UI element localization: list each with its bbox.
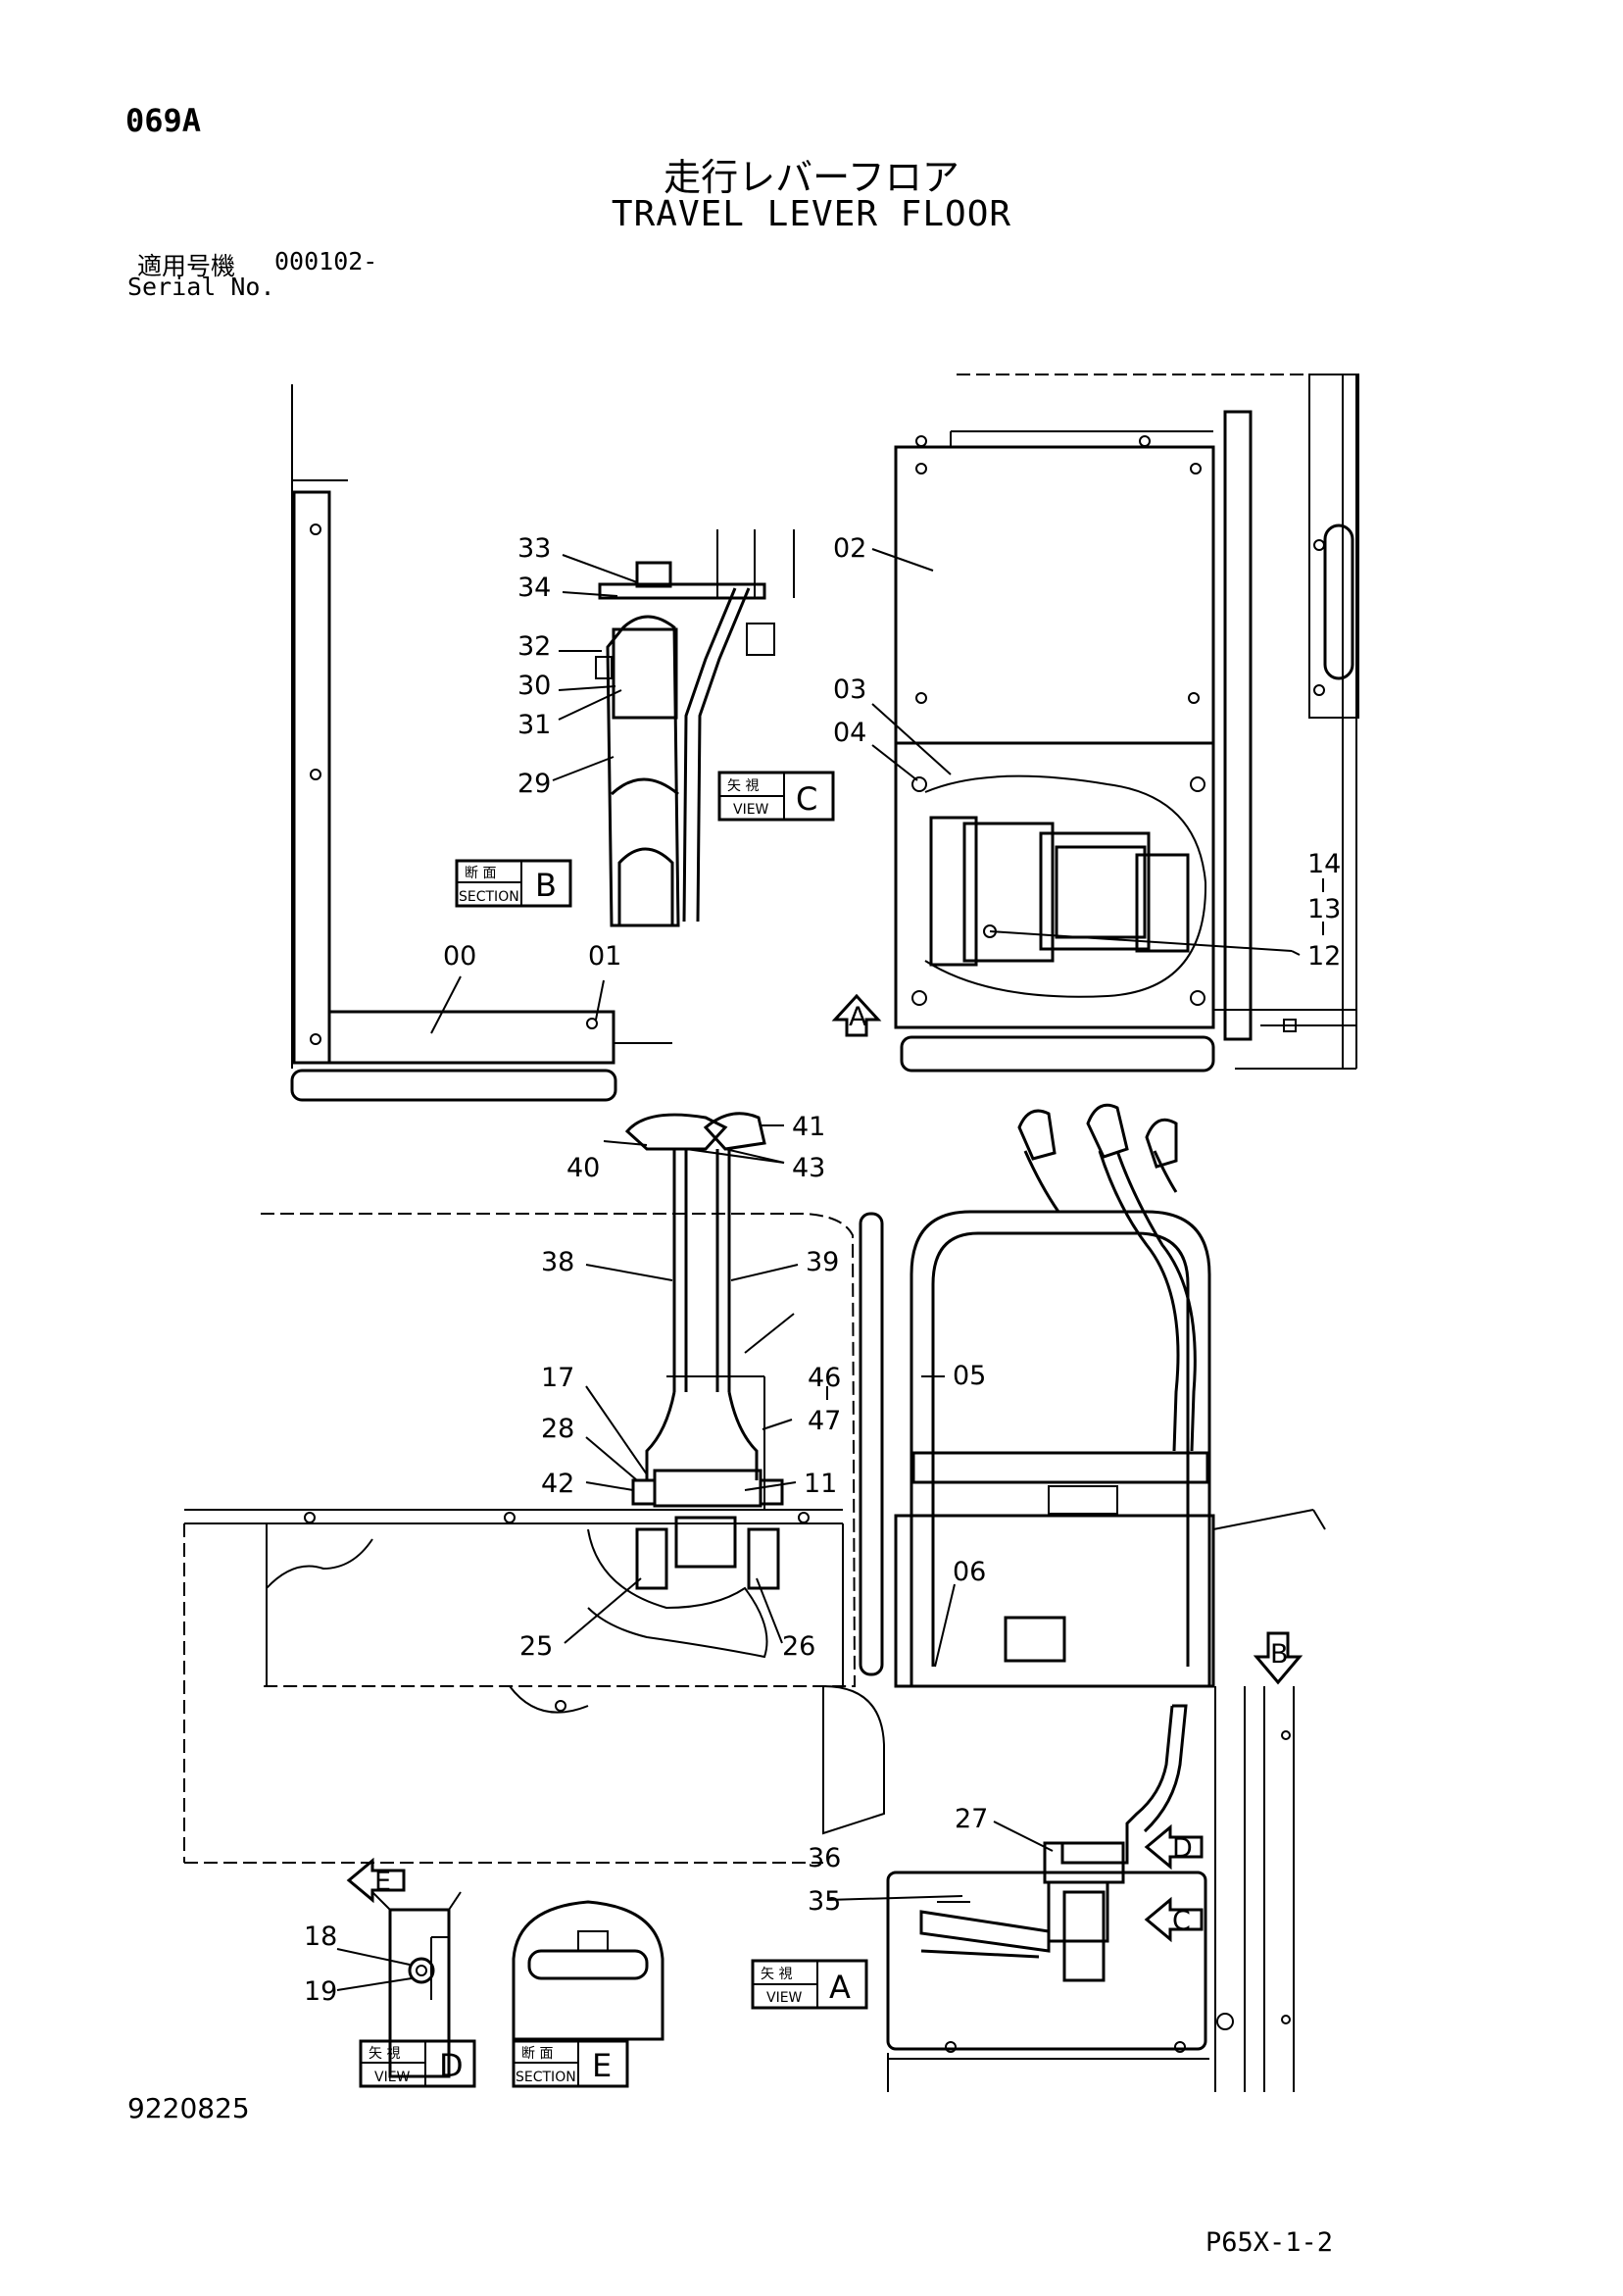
document-number: 9220825 bbox=[127, 2092, 250, 2124]
view-d-drawing bbox=[371, 1891, 462, 2078]
callout-46: 46 bbox=[808, 1363, 841, 1393]
callout-14: 14 bbox=[1307, 849, 1341, 879]
leader-lines bbox=[336, 548, 1324, 1991]
arrow-e: E bbox=[346, 1857, 406, 1904]
section-e-letter: E bbox=[592, 2047, 612, 2084]
callout-39: 39 bbox=[806, 1247, 839, 1277]
lever-assembly-drawing bbox=[183, 1112, 885, 1864]
callout-19: 19 bbox=[304, 1976, 337, 2007]
callout-30: 30 bbox=[517, 671, 551, 701]
serial-label-english: Serial No. bbox=[127, 273, 275, 301]
section-b-en: SECTION bbox=[459, 889, 519, 905]
arrow-e-letter: E bbox=[374, 1867, 391, 1897]
callout-41: 41 bbox=[792, 1112, 825, 1142]
view-d-jp: 矢 視 bbox=[369, 2046, 400, 2062]
page-code: P65X-1-2 bbox=[1205, 2227, 1334, 2258]
callout-02: 02 bbox=[833, 533, 866, 564]
view-d-tag: 矢 視 VIEW D bbox=[359, 2039, 476, 2088]
arrow-b-letter: B bbox=[1270, 1639, 1289, 1670]
section-b-letter: B bbox=[535, 867, 557, 904]
view-c-drawing bbox=[894, 374, 1359, 1073]
callout-38: 38 bbox=[541, 1247, 574, 1277]
arrow-c: C bbox=[1144, 1896, 1204, 1943]
arrow-c-letter: C bbox=[1172, 1906, 1191, 1936]
callout-25: 25 bbox=[519, 1631, 553, 1662]
section-b-jp: 断 面 bbox=[465, 866, 496, 881]
callout-36: 36 bbox=[808, 1843, 841, 1873]
section-e-jp: 断 面 bbox=[521, 2046, 553, 2062]
section-e-drawing bbox=[512, 1900, 664, 2041]
callout-31: 31 bbox=[517, 710, 551, 740]
serial-label-japanese: 適用号機 bbox=[137, 252, 236, 280]
section-b-drawing bbox=[290, 384, 795, 1102]
view-a-drawing bbox=[886, 1686, 1295, 2092]
arrow-b: B bbox=[1253, 1631, 1303, 1685]
title-english: TRAVEL LEVER FLOOR bbox=[611, 194, 1012, 234]
callout-labels: 33 34 32 30 31 29 02 03 04 14 13 12 00 0… bbox=[304, 533, 1341, 2007]
view-c-tag: 矢 視 VIEW C bbox=[717, 771, 835, 822]
callout-04: 04 bbox=[833, 718, 866, 748]
lever-guard-drawing bbox=[894, 1103, 1326, 1688]
view-a-tag: 矢 視 VIEW A bbox=[751, 1959, 868, 2010]
view-a-letter: A bbox=[829, 1969, 851, 2006]
view-c-jp: 矢 視 bbox=[727, 778, 759, 794]
arrow-a-letter: A bbox=[849, 1002, 867, 1032]
callout-26: 26 bbox=[782, 1631, 815, 1662]
arrow-d: D bbox=[1144, 1823, 1204, 1871]
callout-29: 29 bbox=[517, 769, 551, 799]
arrow-d-letter: D bbox=[1172, 1833, 1193, 1864]
view-a-jp: 矢 視 bbox=[761, 1967, 792, 1982]
callout-17: 17 bbox=[541, 1363, 574, 1393]
callout-43: 43 bbox=[792, 1153, 825, 1183]
view-c-en: VIEW bbox=[733, 802, 769, 818]
view-a-en: VIEW bbox=[766, 1990, 803, 2006]
callout-06: 06 bbox=[953, 1557, 986, 1587]
callout-13: 13 bbox=[1307, 894, 1341, 924]
callout-03: 03 bbox=[833, 674, 866, 705]
section-b-tag: 断 面 SECTION B bbox=[455, 859, 572, 908]
callout-01: 01 bbox=[588, 941, 621, 972]
serial-value: 000102- bbox=[274, 247, 378, 275]
callout-35: 35 bbox=[808, 1886, 841, 1917]
callout-32: 32 bbox=[517, 631, 551, 662]
title-japanese: 走行レバーフロア bbox=[664, 156, 959, 199]
callout-18: 18 bbox=[304, 1922, 337, 1952]
arrow-a: A bbox=[831, 993, 882, 1037]
callout-34: 34 bbox=[517, 573, 551, 603]
section-e-en: SECTION bbox=[516, 2070, 576, 2085]
page-id: 069A bbox=[125, 102, 202, 139]
callout-12: 12 bbox=[1307, 941, 1341, 972]
callout-42: 42 bbox=[541, 1469, 574, 1499]
callout-47: 47 bbox=[808, 1406, 841, 1436]
view-d-letter: D bbox=[439, 2047, 464, 2084]
callout-28: 28 bbox=[541, 1414, 574, 1444]
view-c-letter: C bbox=[796, 780, 817, 818]
callout-33: 33 bbox=[517, 533, 551, 564]
callout-27: 27 bbox=[955, 1804, 988, 1834]
callout-40: 40 bbox=[566, 1153, 600, 1183]
callout-05: 05 bbox=[953, 1361, 986, 1391]
callout-11: 11 bbox=[804, 1469, 837, 1499]
callout-00: 00 bbox=[443, 941, 476, 972]
view-d-en: VIEW bbox=[374, 2070, 411, 2085]
section-e-tag: 断 面 SECTION E bbox=[512, 2039, 629, 2088]
